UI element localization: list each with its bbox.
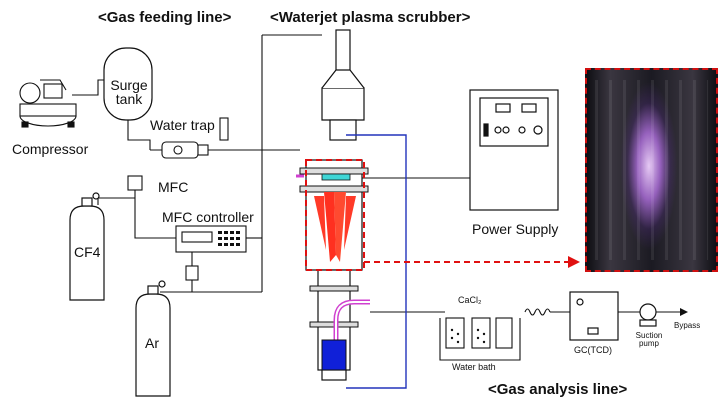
mfc-controller-label: MFC controller xyxy=(162,209,254,225)
cooling-coil xyxy=(524,308,551,316)
ar-cylinder xyxy=(135,280,171,397)
cacl2-label: CaCl₂ xyxy=(458,295,482,305)
water-bath-icon xyxy=(439,317,521,361)
mfc-ar-box xyxy=(185,265,199,281)
gas-feeding-header: <Gas feeding line> xyxy=(98,9,232,26)
gc-tcd-icon xyxy=(569,291,619,341)
ar-label: Ar xyxy=(145,335,159,351)
plasma-jet-right xyxy=(334,192,346,262)
surge-tank-vessel xyxy=(103,47,153,121)
compressor-label: Compressor xyxy=(12,141,89,157)
scrubber-header: <Waterjet plasma scrubber> xyxy=(270,9,471,26)
plasma-jet-left xyxy=(324,192,336,262)
mfc-controller-line xyxy=(134,198,176,239)
cf4-mfc-line xyxy=(97,197,135,205)
water-bath-label: Water bath xyxy=(452,362,496,372)
water-trap-icon xyxy=(161,117,229,159)
plasma-highlight-box xyxy=(305,159,365,271)
mfc-controller-icon xyxy=(175,225,247,253)
plasma-jet-outer xyxy=(314,196,356,250)
tank-to-line xyxy=(127,120,151,150)
suction-pump-label: Suction pump xyxy=(635,331,663,348)
power-supply-icon xyxy=(469,89,559,211)
mfc-label: MFC xyxy=(158,179,189,195)
power-supply-label: Power Supply xyxy=(472,221,559,237)
bypass-arrow xyxy=(680,308,688,316)
suction-pump-icon xyxy=(639,303,657,327)
cf4-cylinder xyxy=(69,192,105,301)
gas-analysis-header: <Gas analysis line> xyxy=(488,381,628,398)
water-trap-label: Water trap xyxy=(150,117,215,133)
gc-label: GC(TCD) xyxy=(574,345,612,355)
surge-tank-label: Surge tank xyxy=(110,77,148,107)
compressor-pipe xyxy=(72,79,104,96)
highlight-arrowhead xyxy=(568,256,580,268)
mfc-box xyxy=(127,175,143,191)
plasma-photo xyxy=(585,68,718,272)
bypass-label: Bypass xyxy=(674,321,701,330)
cf4-label: CF4 xyxy=(74,244,101,260)
water-tank xyxy=(321,339,347,371)
compressor-icon xyxy=(19,79,77,128)
cyan-electrode xyxy=(321,173,351,181)
